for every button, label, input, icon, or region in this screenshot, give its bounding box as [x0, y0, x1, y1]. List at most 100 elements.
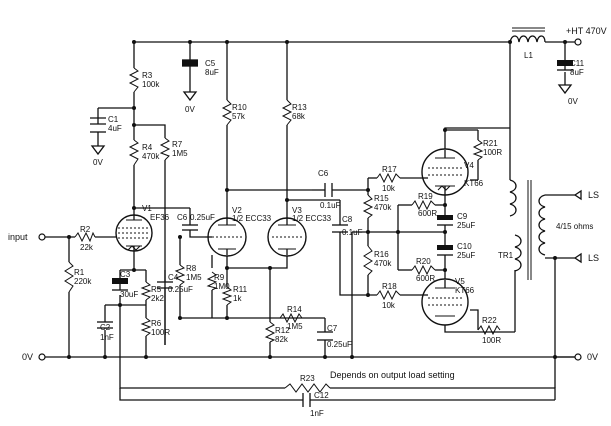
component-label: R9: [214, 273, 225, 282]
component-label: 25uF: [457, 221, 475, 230]
component-label: V2: [232, 206, 242, 215]
R10-resistor: [221, 99, 233, 126]
R5-resistor: [140, 281, 152, 301]
component-label: R22: [482, 316, 497, 325]
component-label: R20: [416, 257, 431, 266]
component-label: 82k: [275, 335, 289, 344]
terminals: [38, 38, 582, 361]
R12-resistor: [264, 321, 276, 343]
component-label: 2k2: [151, 294, 164, 303]
input-terminal: [38, 233, 46, 241]
component-label: 1k: [233, 294, 242, 303]
V2-tube: [205, 210, 247, 257]
component-label: C1: [108, 115, 119, 124]
component-label: C8: [342, 215, 353, 224]
component-label: R16: [374, 250, 389, 259]
component-label: 1/2 ECC33: [292, 214, 332, 223]
ground-symbols: [90, 84, 573, 156]
R19-resistor: [411, 199, 436, 211]
component-label: 0.1uF: [320, 201, 341, 210]
component-label: V5: [455, 277, 465, 286]
component-label: 10k: [382, 301, 396, 310]
V4-tube: [420, 148, 469, 196]
input-label: input: [8, 232, 28, 242]
tubes: [115, 148, 469, 326]
component-label: 8uF: [570, 68, 584, 77]
C3-capacitor: [112, 278, 128, 291]
component-label: R23: [300, 374, 315, 383]
component-label: R7: [172, 140, 183, 149]
component-label: 1M0: [214, 282, 230, 291]
component-label: V1: [142, 204, 152, 213]
component-label: R12: [275, 326, 290, 335]
R21-resistor: [472, 139, 484, 161]
component-label: 0.25uF: [327, 340, 352, 349]
ls-bottom-arrow-icon: [573, 252, 582, 264]
TR1-transformer: [509, 179, 546, 280]
labels: +HT 470V input 0V 0V LS LS 4/15 ohms Dep…: [8, 26, 607, 418]
wiring: [45, 41, 575, 401]
component-label: KT66: [464, 179, 484, 188]
component-label: 220k: [74, 277, 92, 286]
ov-left-label: 0V: [22, 352, 33, 362]
R23-resistor: [284, 383, 331, 393]
C12-capacitor: [285, 393, 330, 407]
component-label: C6: [318, 169, 329, 178]
component-label: 600R: [418, 209, 437, 218]
ground-icon: [90, 145, 106, 156]
R14-resistor: [279, 312, 303, 324]
component-label: 4uF: [108, 124, 122, 133]
R1-resistor: [64, 261, 74, 293]
R6-resistor: [140, 317, 152, 337]
component-label: C2: [100, 323, 111, 332]
component-label: R18: [382, 282, 397, 291]
capacitors: [90, 59, 573, 407]
component-label: KT66: [455, 286, 475, 295]
component-label: C7: [327, 324, 338, 333]
component-label: 0.1uF: [342, 228, 363, 237]
component-label: R4: [142, 143, 153, 152]
ohms-label: 4/15 ohms: [556, 222, 593, 231]
component-label: R8: [186, 264, 197, 273]
component-label: 22k: [80, 243, 94, 252]
C11-capacitor: [557, 60, 573, 71]
component-label: 30uF: [120, 290, 138, 299]
component-label: C5: [205, 59, 216, 68]
component-label: R6: [151, 319, 162, 328]
C1-capacitor: [90, 117, 106, 133]
C10-capacitor: [437, 245, 453, 256]
component-label: C6: [177, 213, 188, 222]
component-label: V4: [464, 161, 474, 170]
ov-right-label: 0V: [587, 352, 598, 362]
component-label: C10: [457, 242, 472, 251]
C9-capacitor: [437, 215, 453, 226]
component-label: R5: [151, 285, 162, 294]
component-label: 1M5: [287, 322, 303, 331]
component-label: 600R: [416, 274, 435, 283]
component-label: 100k: [142, 80, 160, 89]
junctions: [67, 40, 567, 359]
component-label: 470k: [374, 259, 392, 268]
component-label: 0V: [185, 105, 195, 114]
component-label: R1: [74, 268, 85, 277]
component-label: R19: [418, 192, 433, 201]
component-label: R14: [287, 305, 302, 314]
R7-resistor: [159, 137, 171, 161]
component-label: 470k: [142, 152, 160, 161]
component-label: 25uF: [457, 251, 475, 260]
component-label: C11: [570, 59, 585, 68]
ls-top-arrow-icon: [573, 189, 582, 201]
C6-capacitor: [324, 183, 333, 197]
component-label: 100R: [151, 328, 170, 337]
component-label: 0V: [568, 97, 578, 106]
component-label: R17: [382, 165, 397, 174]
component-label: 1nF: [100, 333, 114, 342]
ov-right-terminal: [574, 353, 582, 361]
component-label: 100R: [483, 148, 502, 157]
component-label: R13: [292, 103, 307, 112]
component-label: C12: [314, 391, 329, 400]
ground-icon: [182, 91, 198, 102]
component-label: C9: [457, 212, 468, 221]
R8-resistor: [174, 264, 186, 286]
C8-capacitor: [332, 224, 348, 233]
